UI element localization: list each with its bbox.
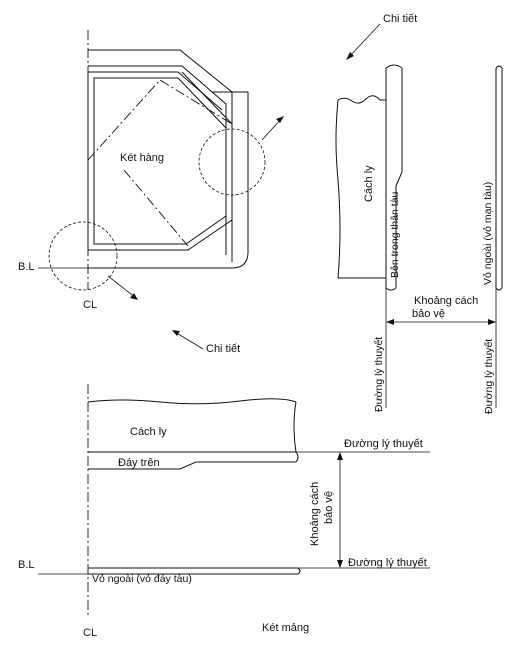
cargo-tank-outer: [87, 71, 233, 251]
cofferdam-top-line: [87, 398, 297, 405]
cofferdam-right-wave: [293, 401, 297, 453]
detail-arrowhead-side: [276, 116, 284, 123]
chi-tiet-label-top: Chi tiết: [383, 13, 417, 25]
cargo-tank-dashdot-upper: [87, 79, 233, 161]
inner-hull-plate-foot: [385, 287, 397, 291]
detail-arrow-bottom: [107, 275, 137, 299]
dimension-arrowhead-right: [488, 319, 496, 325]
outer-shell: [88, 91, 249, 269]
hull-cross-section: [38, 30, 284, 300]
duong-ly-thuyet-label-left: Đường lý thuyết: [373, 337, 385, 412]
cofferdam-left-wave: [335, 99, 341, 279]
khoang-cach-label-right-1: Khoảng cách: [414, 295, 478, 307]
side-shell-plate-foot: [495, 287, 503, 291]
duong-ly-thuyet-label-right: Đường lý thuyết: [483, 339, 495, 414]
bottom-shell-end: [297, 567, 301, 575]
dimension-arrowhead-top: [337, 452, 343, 460]
cl-label-top: CL: [83, 299, 97, 311]
vo-ngoai-man-tau-label: Vỏ ngoài (vỏ mạn tàu): [482, 182, 494, 285]
khoang-cach-label-bottom-2: bảo vệ: [323, 491, 335, 524]
deck-line-2: [88, 71, 223, 111]
side-shell-detail: [335, 64, 503, 408]
ket-mang-label: Két mảng: [262, 622, 309, 634]
double-bottom-detail: [38, 384, 430, 618]
dimension-arrowhead-left: [386, 319, 394, 325]
chi-tiet-arrow-top: [347, 23, 381, 59]
cach-ly-label-right: Cách ly: [363, 165, 375, 202]
bl-label-bottom: B.L: [18, 559, 35, 571]
chi-tiet-arrowhead-mid: [172, 330, 180, 336]
inner-bottom-end: [295, 451, 299, 463]
chi-tiet-arrow-mid: [174, 331, 204, 350]
detail-arrowhead-bottom: [130, 293, 138, 300]
chi-tiet-arrowhead-top: [346, 52, 354, 60]
bl-label-top: B.L: [18, 261, 35, 273]
khoang-cach-label-bottom-1: Khoảng cách: [309, 482, 321, 546]
ben-trong-than-tau-label: Bên trong thân tàu: [389, 191, 401, 278]
cargo-tank-dashdot-lower: [123, 169, 189, 247]
cofferdam-top-wave: [337, 95, 386, 104]
ket-hang-label: Két hàng: [120, 152, 164, 164]
duong-ly-thuyet-label-b1: Đường lý thuyết: [344, 438, 423, 450]
detail-arrow-side: [261, 117, 283, 141]
khoang-cach-label-right-2: bảo vệ: [412, 308, 445, 320]
detail-circle-side: [198, 128, 266, 196]
vo-ngoai-day-tau-label: Vỏ ngoài (vỏ đáy tàu): [92, 573, 192, 585]
cl-label-bottom: CL: [83, 627, 97, 639]
cargo-tank-inner: [93, 77, 227, 245]
dimension-arrowhead-bottom: [337, 560, 343, 568]
cach-ly-label-bottom: Cách ly: [130, 426, 167, 438]
side-shell-plate-cap: [495, 65, 503, 69]
inner-hull-plate-cap: [385, 64, 403, 69]
day-tren-label: Đáy trên: [118, 457, 160, 469]
inner-hull-plate-taper: [395, 171, 403, 187]
chi-tiet-label-mid: Chi tiết: [206, 343, 240, 355]
detail-circle-bottom: [48, 221, 118, 291]
inner-bottom-lower-edge: [88, 461, 296, 470]
duong-ly-thuyet-label-b2: Đường lý thuyết: [348, 557, 427, 569]
